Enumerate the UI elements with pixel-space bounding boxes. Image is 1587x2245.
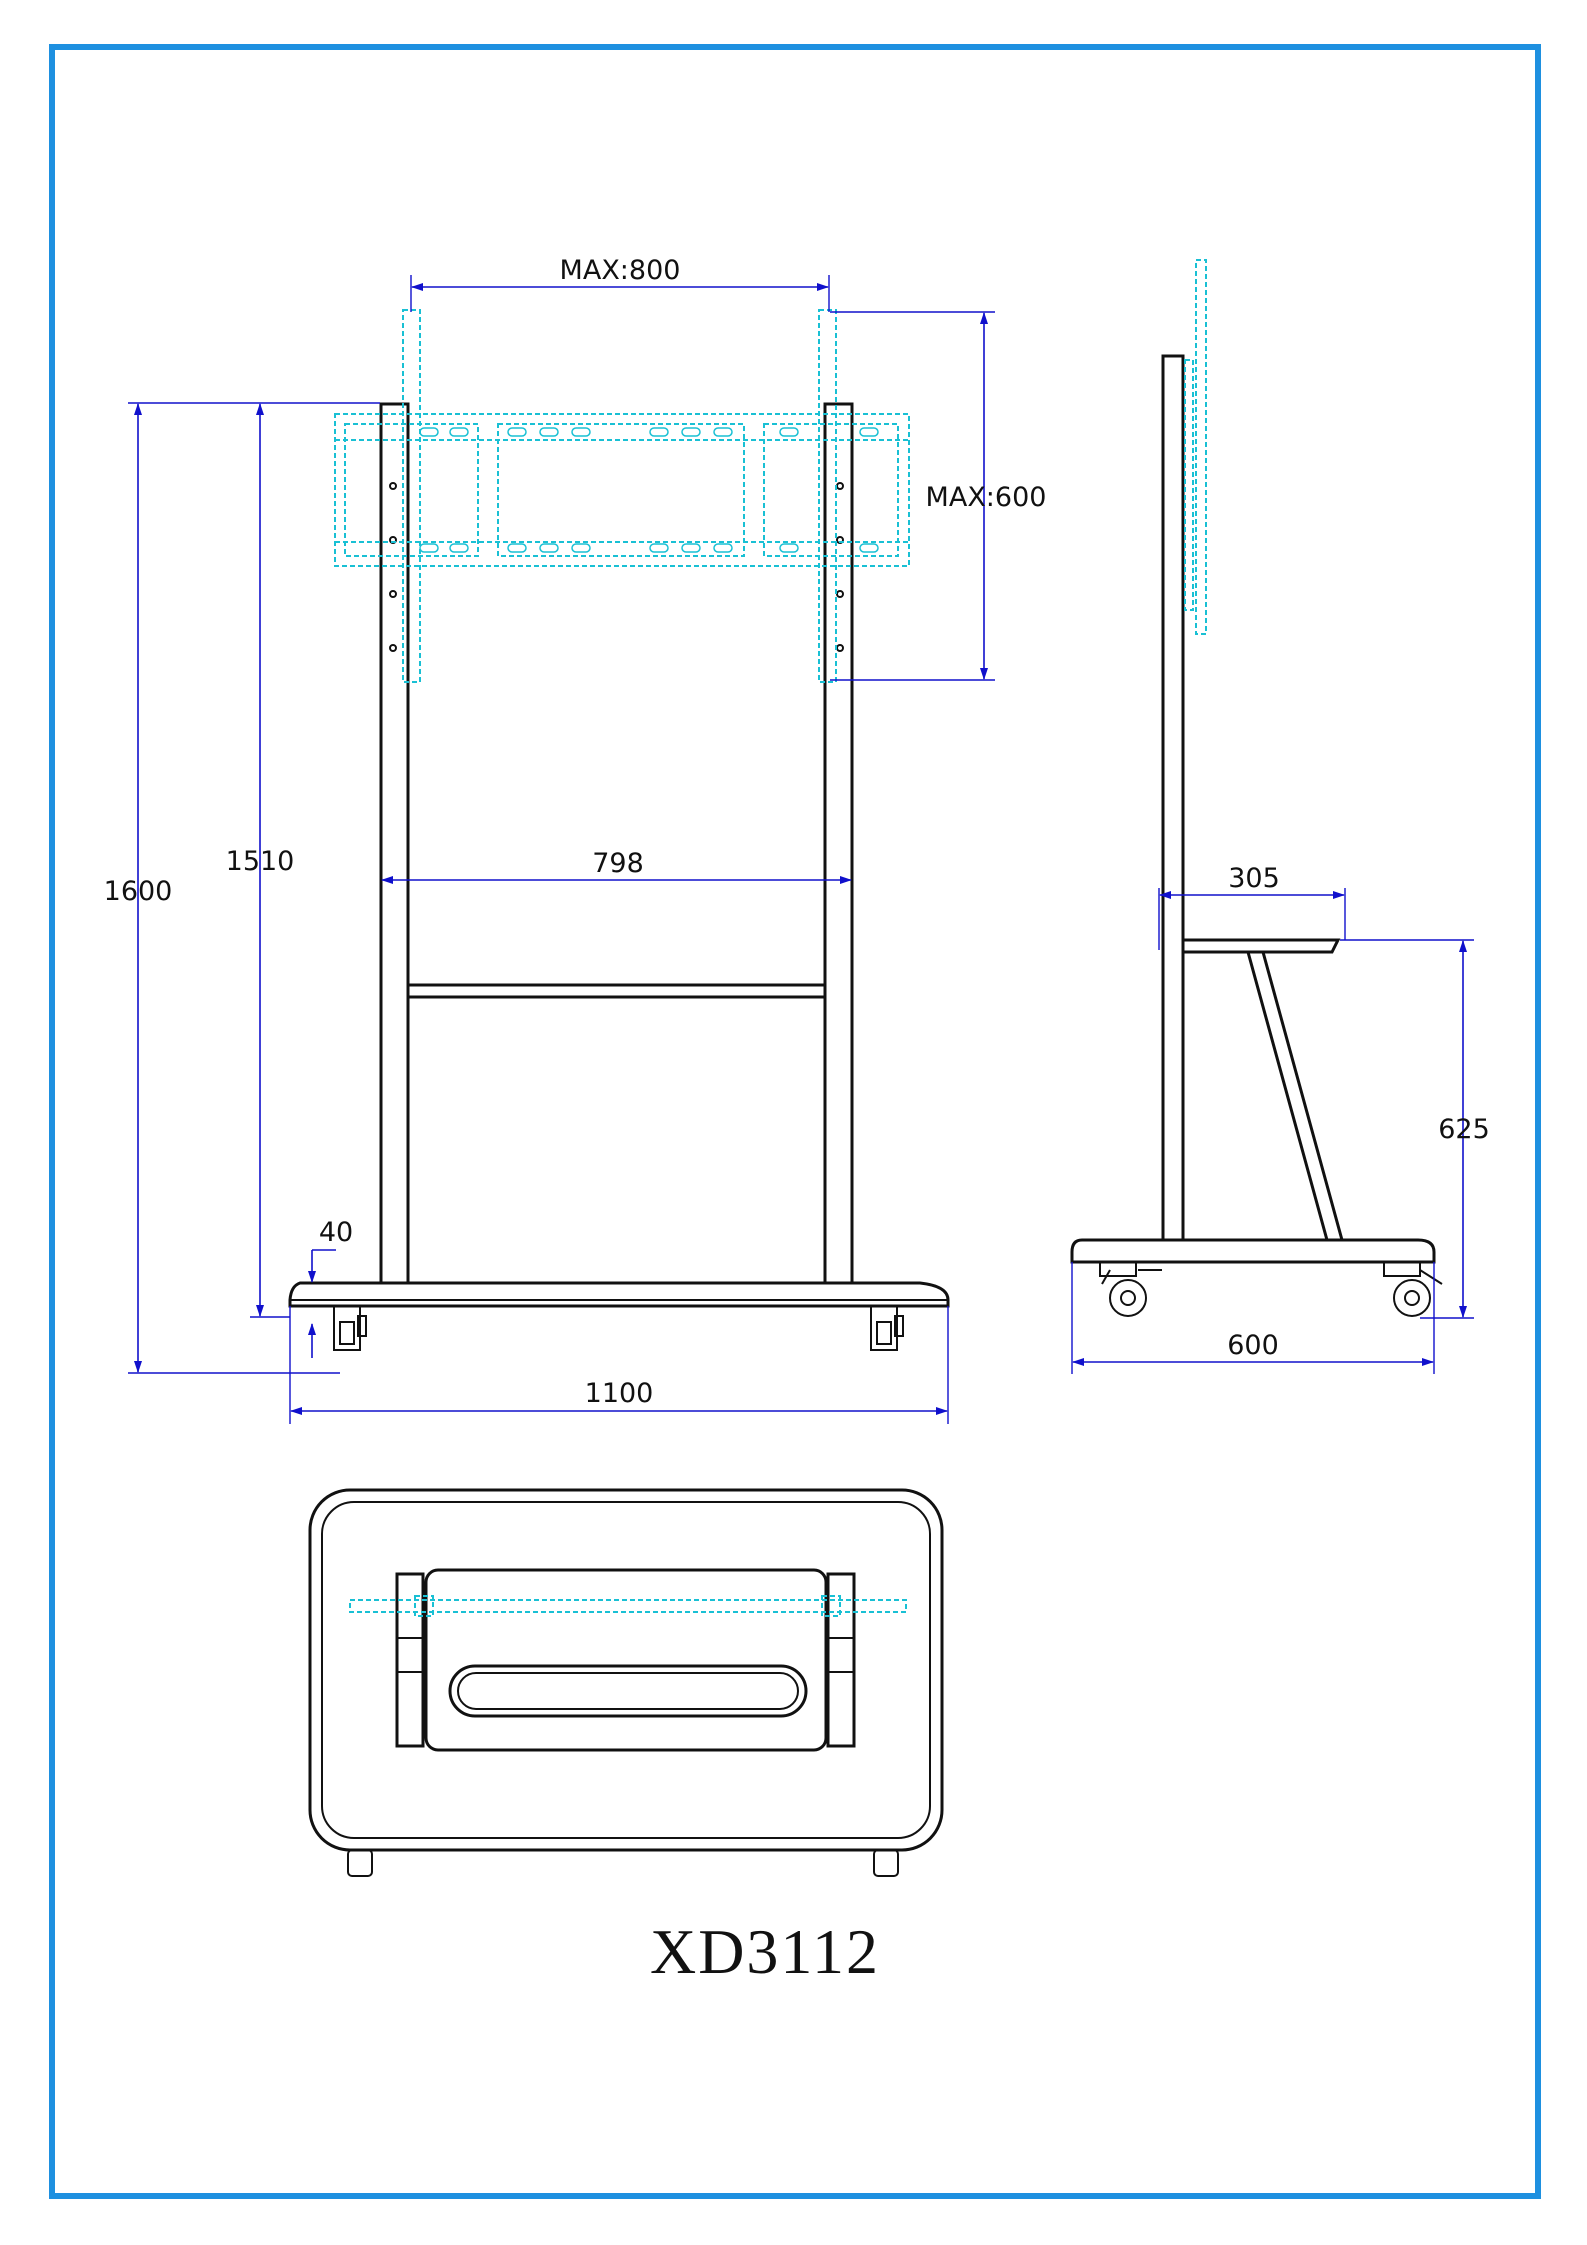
dim-column-spacing-label: 798 [592,848,644,879]
dim-mount-width [410,275,830,312]
dim-mount-width-label: MAX:800 [560,255,681,286]
top-caster-left [347,1849,373,1877]
dim-base-depth-label: 600 [1227,1330,1279,1361]
front-view: MAX:800 MAX:600 1600 1510 798 [104,255,1047,1424]
top-vesa-bracket [349,1595,907,1617]
top-shelf [424,1568,828,1752]
dim-base-width [289,1306,949,1424]
side-column [1161,354,1185,1242]
dim-shelf-height-label: 625 [1438,1114,1490,1145]
left-caster [333,1305,367,1351]
dim-total-height-label: 1600 [104,876,173,907]
top-base-inner [321,1501,931,1839]
dim-base-thickness-label: 40 [319,1217,353,1248]
side-caster-right [1383,1261,1443,1317]
front-base-plate [288,1281,950,1308]
dim-base-thickness [308,1249,336,1358]
drawing-frame [49,44,1541,2199]
front-shelf [406,983,827,999]
side-shelf-strut [1246,950,1344,1242]
dim-shelf-height [1340,939,1474,1319]
dim-column-height-label: 1510 [226,846,295,877]
dim-mount-height [830,311,995,681]
side-screen-outline [1195,259,1207,635]
top-view [308,1488,944,1877]
dim-shelf-depth [1158,888,1346,950]
top-caster-right [873,1849,899,1877]
side-shelf [1183,938,1341,954]
vesa-mount-bracket [334,309,910,683]
top-base-outer [308,1488,944,1852]
dim-shelf-depth-label: 305 [1228,863,1280,894]
top-handle-slot [448,1664,808,1718]
side-base [1070,1238,1436,1264]
dim-base-width-label: 1100 [585,1378,654,1409]
dim-mount-height-label: MAX:600 [926,482,1047,513]
dim-column-height [250,403,290,1318]
column-holes [389,482,844,652]
side-view: 305 625 600 [1070,259,1490,1374]
dim-total-height [128,402,380,1374]
dim-base-depth [1071,1262,1435,1374]
side-caster-left [1099,1261,1162,1317]
right-column [823,402,854,1285]
right-caster [870,1305,904,1351]
model-number: XD3112 [650,1916,880,1987]
